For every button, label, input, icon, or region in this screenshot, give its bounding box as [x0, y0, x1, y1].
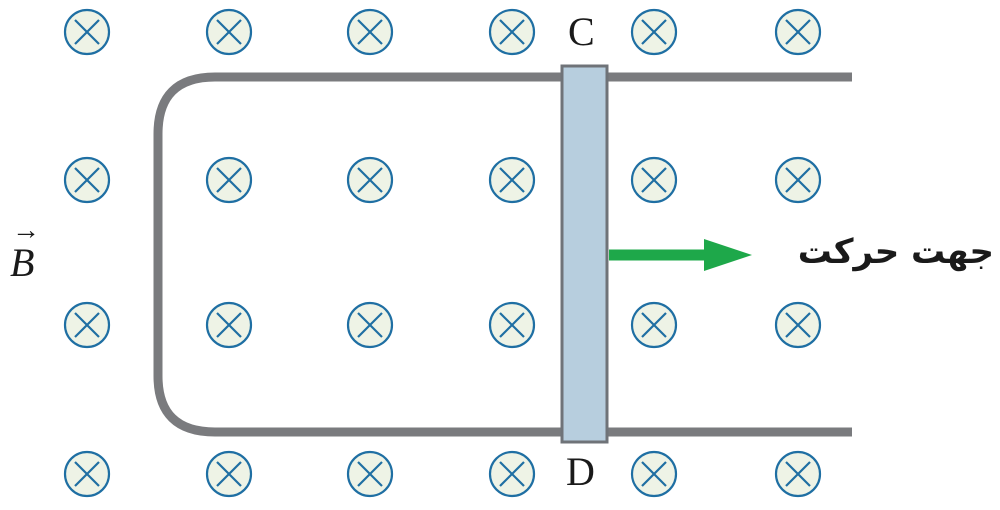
vector-arrow-icon: →: [12, 215, 40, 246]
cross-in-circle-icon: [205, 450, 253, 498]
motion-direction-label: جهت حرکت: [797, 232, 994, 272]
cross-in-circle-icon: [205, 301, 253, 349]
cross-in-circle-icon: [630, 8, 678, 56]
cross-in-circle-icon: [488, 156, 536, 204]
cross-in-circle-icon: [346, 156, 394, 204]
cross-in-circle-icon: [488, 301, 536, 349]
cross-in-circle-icon: [63, 301, 111, 349]
cross-in-circle-icon: [774, 450, 822, 498]
cross-in-circle-icon: [205, 8, 253, 56]
cross-in-circle-icon: [63, 8, 111, 56]
cross-in-circle-icon: [774, 8, 822, 56]
cross-in-circle-icon: [346, 450, 394, 498]
motion-arrow-head: [704, 239, 752, 271]
cross-in-circle-icon: [63, 156, 111, 204]
cross-in-circle-icon: [346, 8, 394, 56]
u-shaped-rails: [153, 72, 852, 437]
motion-arrow: [609, 239, 752, 271]
magnetic-field-grid: [63, 8, 822, 498]
rod-label-top: C: [568, 9, 595, 54]
cross-in-circle-icon: [630, 156, 678, 204]
cross-in-circle-icon: [630, 450, 678, 498]
cross-in-circle-icon: [488, 8, 536, 56]
rod-label-bottom: D: [566, 449, 595, 494]
cross-in-circle-icon: [346, 301, 394, 349]
cross-in-circle-icon: [630, 301, 678, 349]
field-symbol: B: [10, 240, 35, 285]
sliding-rod: [560, 64, 609, 444]
cross-in-circle-icon: [205, 156, 253, 204]
cross-in-circle-icon: [63, 450, 111, 498]
cross-in-circle-icon: [488, 450, 536, 498]
cross-in-circle-icon: [774, 301, 822, 349]
cross-in-circle-icon: [774, 156, 822, 204]
field-vector-label: → B: [10, 217, 40, 285]
